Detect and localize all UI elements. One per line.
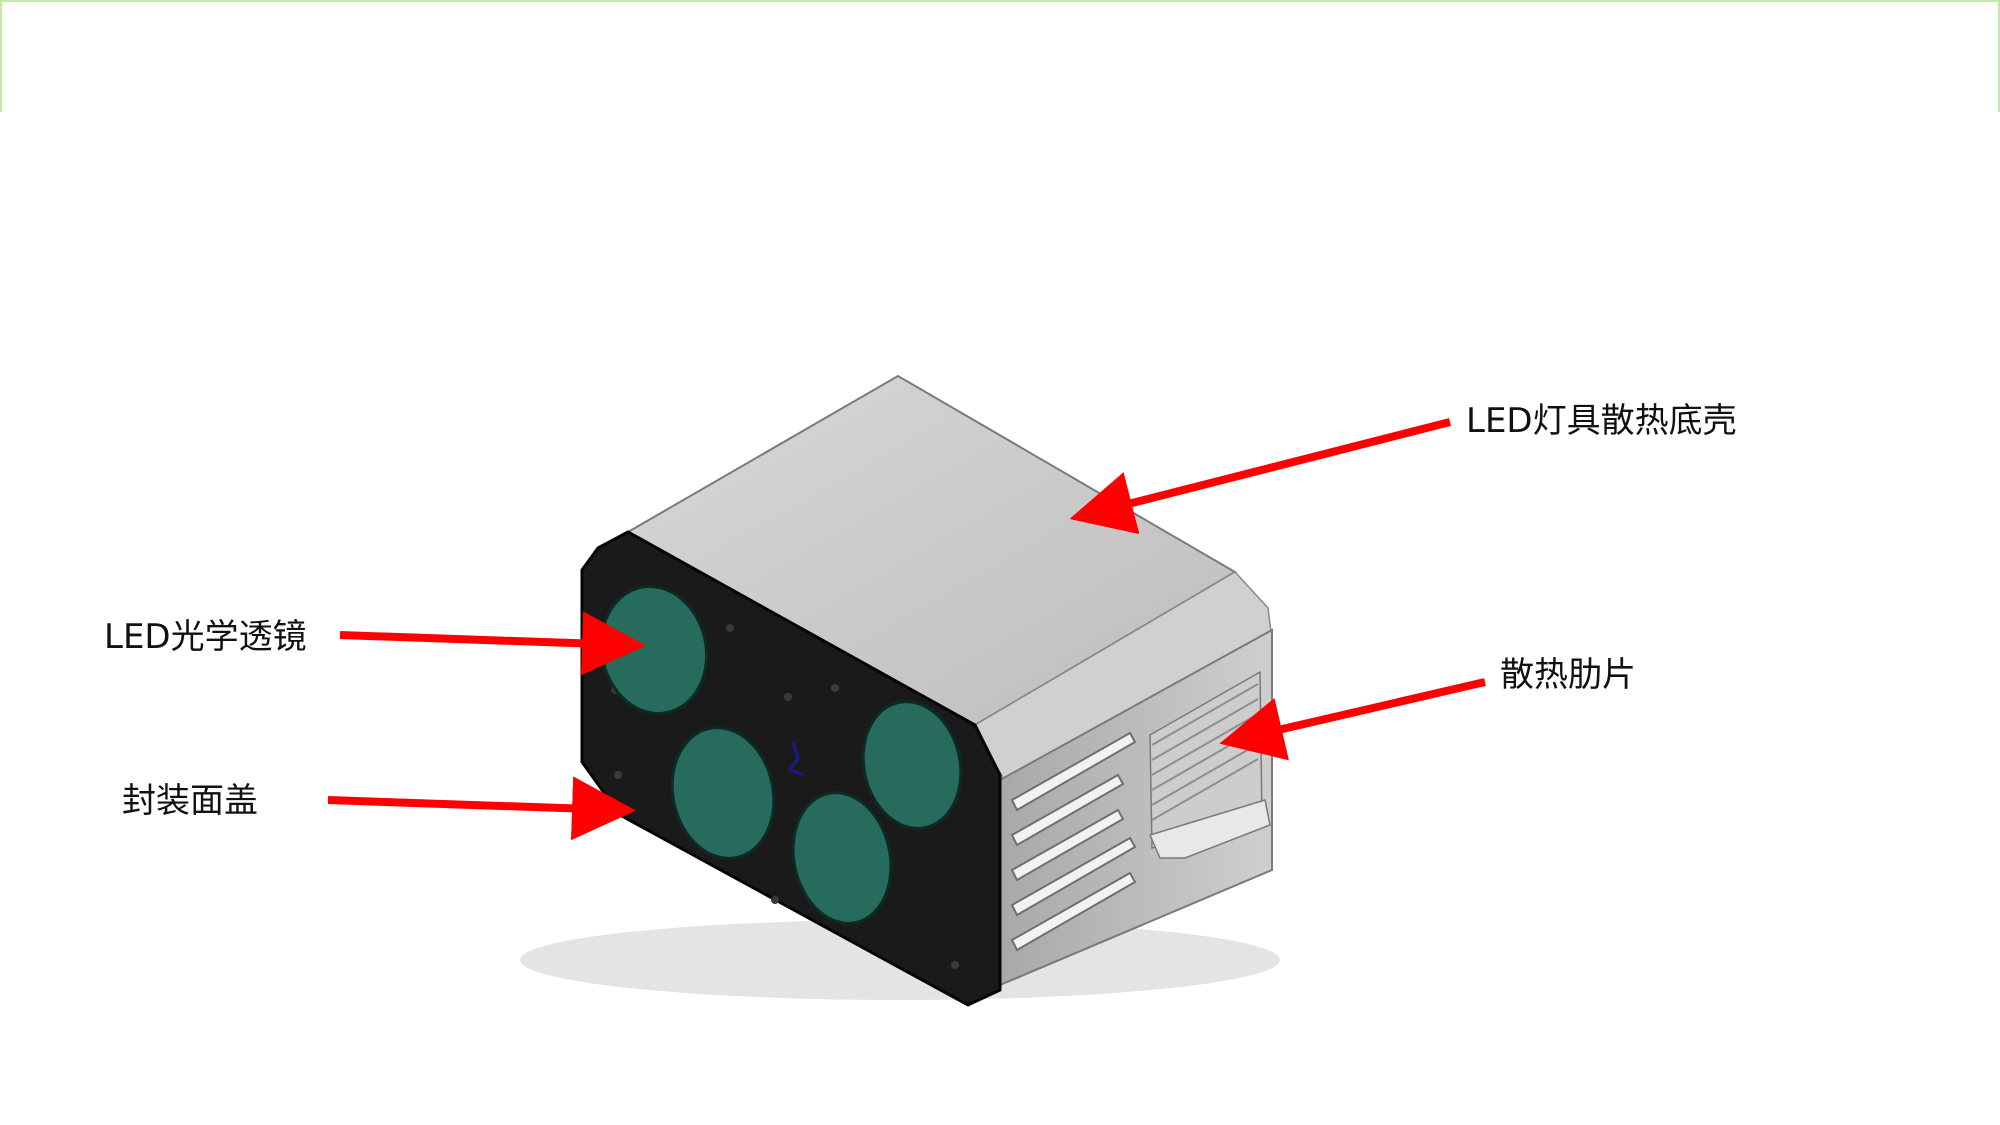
arrow-fins	[1219, 678, 1486, 761]
label-cover: 封装面盖	[122, 781, 258, 821]
heat-sink-fins-left	[1010, 731, 1137, 952]
label-fins: 散热肋片	[1500, 655, 1636, 695]
center-mark	[787, 741, 805, 777]
label-lens: LED光学透镜	[104, 617, 307, 657]
slide-top-frame	[0, 0, 2000, 112]
arrow-housing	[1069, 418, 1451, 535]
arrow-lens	[339, 611, 646, 676]
label-housing: LED灯具散热底壳	[1466, 401, 1737, 441]
arrow-cover	[327, 776, 636, 841]
